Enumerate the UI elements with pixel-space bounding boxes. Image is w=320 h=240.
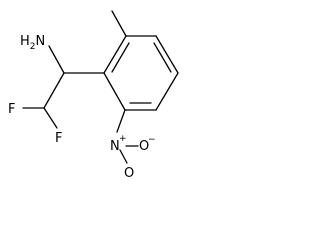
chf2-bond xyxy=(43,72,65,109)
amine-n-label: N xyxy=(36,34,46,49)
nitro-o-label-lower: O xyxy=(124,166,134,181)
ring-bond-c5-c6 xyxy=(103,72,126,111)
nitro-o-label: O xyxy=(139,139,149,154)
nitro-minus-charge: − xyxy=(148,135,156,145)
ring-bond-c6-c1-inner xyxy=(111,42,130,73)
fluorine-bond-right xyxy=(43,107,58,129)
nitro-plus-charge: + xyxy=(119,134,127,144)
methyl-bond xyxy=(111,10,127,37)
fluorine-label-right: F xyxy=(55,131,62,146)
fluorine-label-left: F xyxy=(8,102,15,117)
amine-h-label: H xyxy=(20,34,30,49)
amine-label: H2N xyxy=(20,34,45,52)
amine-bond xyxy=(48,45,65,74)
ring-bond-c2-c3 xyxy=(155,35,179,74)
ring-bond-c3-c4 xyxy=(155,72,179,111)
chemical-structure-diagram: H2N F F N + O − O xyxy=(8,10,179,181)
ring-bond-c2-c3-inner xyxy=(153,42,172,73)
nitro-bond xyxy=(116,109,126,133)
amine-subscript: 2 xyxy=(30,42,36,52)
nitro-n-o-single xyxy=(119,149,128,164)
nitro-n-label: N xyxy=(110,139,120,154)
ring-bond-c6-c1 xyxy=(103,35,127,74)
